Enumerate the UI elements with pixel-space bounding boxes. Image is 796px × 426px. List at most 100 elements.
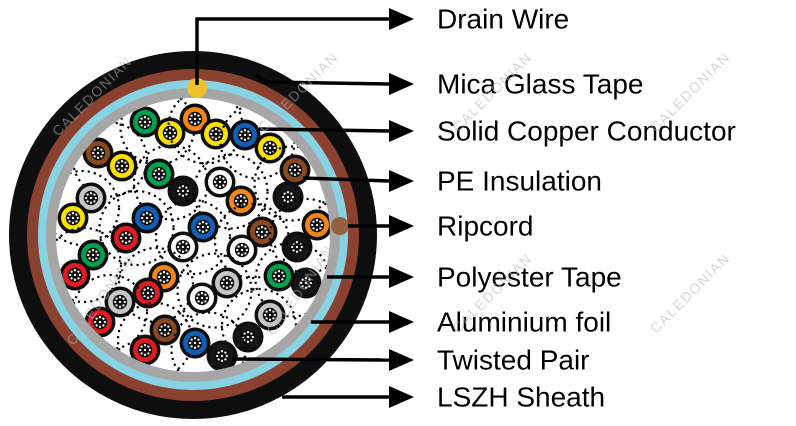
conductor-strand-dot [198, 341, 201, 345]
conductor-strand-dot [91, 253, 95, 257]
conductor-strand-dot [157, 172, 161, 176]
conductor-strand-dot [121, 233, 124, 236]
arrow-icon [389, 349, 414, 371]
twisted-pair [119, 98, 196, 166]
conductor-strand-dot [210, 132, 213, 136]
conductor-strand-dot [243, 196, 246, 199]
pair-dotted-circle [71, 273, 149, 351]
conductor-strand-dot [315, 219, 319, 222]
conductor-strand-dot [273, 313, 276, 317]
conductor-strand-dot [197, 293, 200, 296]
conductor-strand-dot [92, 151, 95, 155]
wire-blue [179, 327, 211, 359]
conductor-strand-dot [120, 160, 124, 163]
conductor-strand-dot [193, 346, 197, 349]
conductor-strand-dot [214, 132, 218, 136]
conductor-strand-dot [204, 293, 207, 296]
conductor-strand-dot [120, 236, 123, 240]
conductor-strand-dot [100, 148, 103, 151]
wire-green [77, 239, 109, 271]
conductor-strand-dot [102, 317, 105, 320]
conductor-strand-dot [230, 281, 233, 285]
conductor-strand-dot [71, 216, 75, 220]
pair-dotted-circle [117, 246, 195, 324]
conductor-strand-dot [158, 275, 161, 279]
conductor-strand-dot [102, 324, 105, 327]
conductor-strand-dot [139, 120, 142, 124]
conductor-strand-dot [247, 130, 250, 133]
conductor-strand-dot [161, 176, 164, 179]
conductor-strand-dot [159, 328, 162, 332]
conductor-strand-dot [143, 353, 147, 356]
label-aluminium-foil: Aluminium foil [437, 307, 611, 338]
conductor-strand-dot [140, 352, 143, 355]
conductor-strand-dot [185, 249, 188, 252]
conductor-strand-dot [225, 286, 229, 289]
conductor-strand-dot [315, 228, 319, 231]
callout-solid-copper-conductor: Solid Copper Conductor [258, 116, 736, 147]
conductor-strand-dot [157, 177, 161, 180]
conductor-strand-dot [165, 128, 168, 131]
conductor-strand-dot [196, 296, 199, 300]
conductor-strand-dot [78, 273, 81, 277]
conductor-strand-dot [291, 245, 294, 249]
conductor-strand-dot [94, 320, 97, 324]
conductor-strand-dot [315, 223, 319, 227]
wire-brown [149, 314, 181, 346]
wire-blue [187, 211, 219, 243]
callout-line [195, 17, 389, 85]
conductor-strand-dot [128, 233, 131, 236]
conductor-strand-dot [181, 241, 185, 244]
conductor-strand-dot [282, 195, 285, 199]
wire-black [281, 231, 313, 263]
conductor-strand-dot [140, 124, 143, 127]
conductor-strand-dot [197, 300, 200, 303]
wire-gray [104, 286, 136, 318]
conductor-strand-dot [240, 137, 243, 140]
arrow-icon [389, 8, 414, 30]
conductor-strand-dot [300, 245, 303, 249]
conductor-strand-dot [264, 146, 267, 150]
conductor-strand-dot [123, 300, 126, 304]
conductor-strand-dot [297, 172, 300, 175]
wire-gray [254, 299, 286, 331]
conductor-strand-dot [235, 199, 238, 203]
twisted-pair [116, 301, 194, 372]
conductor-strand-dot [301, 285, 304, 288]
pair-dotted-circle [98, 189, 175, 267]
wire-green [143, 158, 175, 190]
conductor-strand-dot [114, 300, 117, 304]
conductor-strand-dot [301, 278, 304, 281]
conductor-strand-dot [216, 354, 219, 358]
conductor-strand-dot [298, 168, 301, 172]
pair-dotted-circle [56, 226, 123, 304]
label-solid-copper-conductor: Solid Copper Conductor [437, 116, 736, 147]
conductor-strand-dot [243, 129, 247, 132]
conductor-strand-dot [70, 270, 73, 273]
twisted-pair [192, 153, 269, 230]
conductor-strand-dot [214, 128, 218, 131]
conductor-strand-dot [87, 253, 90, 257]
conductor-strand-dot [189, 341, 192, 345]
conductor-strand-dot [240, 248, 244, 252]
callout-line [231, 357, 390, 362]
conductor-strand-dot [172, 128, 175, 131]
conductor-strand-dot [68, 213, 71, 216]
conductor-strand-dot [94, 196, 97, 200]
callout-ripcord: Ripcord [348, 211, 533, 242]
callout-line [258, 127, 390, 133]
conductor-strand-dot [120, 164, 124, 168]
conductor-strand-dot [165, 135, 168, 138]
conductor-strand-dot [293, 173, 297, 176]
conductor-strand-dot [220, 350, 224, 353]
conductor-strand-dot [129, 236, 132, 240]
conductor-strand-dot [201, 230, 205, 233]
conductor-strand-dot [172, 135, 175, 138]
conductor-strand-dot [95, 250, 98, 253]
conductor-strand-dot [147, 345, 150, 348]
conductor-strand-dot [91, 258, 95, 261]
wire-yellow [57, 202, 89, 234]
conductor-strand-dot [237, 245, 240, 248]
conductor-strand-dot [225, 281, 229, 285]
conductor-strand-dot [139, 348, 142, 352]
